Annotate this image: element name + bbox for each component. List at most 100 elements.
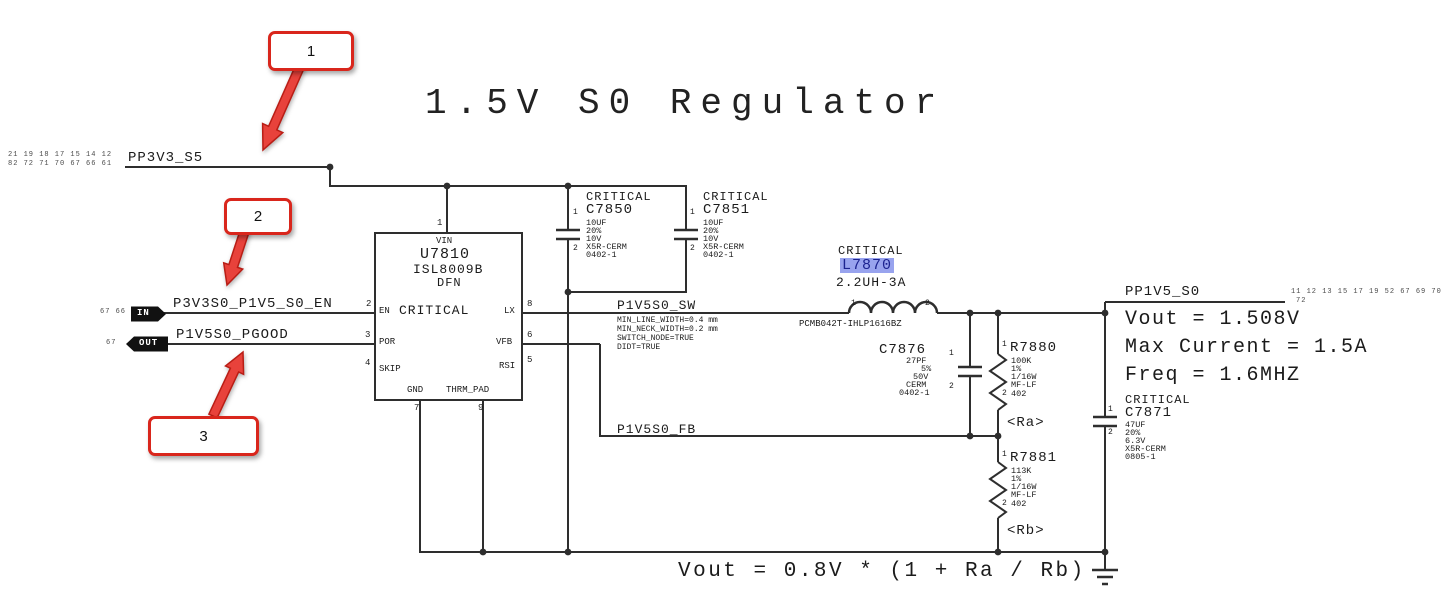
r7881-refdes[interactable]: R7881 (1010, 450, 1058, 466)
c7876-package: 0402-1 (899, 388, 930, 398)
in-port-shape[interactable] (131, 306, 166, 322)
c7850-dielectric: X5R-CERM (586, 242, 627, 252)
r7881-tol: 1% (1011, 474, 1022, 484)
net-label-pp3v3-s5[interactable]: PP3V3_S5 (128, 150, 204, 166)
c7851-refdes[interactable]: C7851 (703, 202, 751, 218)
r7880-pin1-number: 1 (1002, 340, 1007, 349)
annotation-vout: Vout = 1.508V (1125, 308, 1301, 331)
pp3v3-s5-page-refs-row2: 82 72 71 70 67 66 61 (8, 160, 113, 168)
u7810-pin1-number: 1 (437, 218, 443, 228)
annotation-formula: Vout = 0.8V * (1 + Ra / Rb) (678, 560, 1086, 583)
wires (125, 166, 1285, 571)
c7876-voltage: 50V (913, 372, 929, 382)
c7876-pin1-number: 1 (949, 349, 954, 358)
c7851-symbol (674, 228, 698, 241)
u7810-pin4-number: 4 (365, 358, 371, 368)
sw-note-2: MIN_NECK_WIDTH=0.2 mm (617, 325, 718, 334)
u7810-pin-vin: VIN (436, 236, 453, 246)
u7810-pin-por: POR (379, 337, 396, 347)
pgood-page-refs: 67 (106, 339, 117, 347)
r7880-type: MF-LF (1011, 380, 1037, 390)
c7876-symbol (958, 365, 982, 378)
u7810-pin-rsi: RSI (499, 361, 516, 371)
c7851-dielectric: X5R-CERM (703, 242, 744, 252)
l7870-part: PCMB042T-IHLP1616BZ (799, 319, 902, 329)
c7851-pin2-number: 2 (690, 244, 695, 253)
callout-arrow-3 (207, 350, 245, 419)
in-port-label[interactable]: IN (137, 308, 150, 318)
c7851-tol: 20% (703, 226, 719, 236)
r7880-pin2-number: 2 (1002, 389, 1007, 398)
l7870-critical: CRITICAL (838, 244, 904, 258)
net-label-sw[interactable]: P1V5S0_SW (617, 298, 697, 313)
l7870-pin1-number: 1 (851, 299, 856, 308)
l7870-value: 2.2UH-3A (836, 275, 907, 290)
net-label-fb[interactable]: P1V5S0_FB (617, 422, 697, 437)
c7850-refdes[interactable]: C7850 (586, 202, 634, 218)
u7810-pin5-number: 5 (527, 355, 533, 365)
c7850-pin2-number: 2 (573, 244, 578, 253)
callout-arrow-2 (222, 227, 251, 287)
junction-dots (326, 163, 1109, 556)
pp1v5-s0-page-refs-row2: 72 (1296, 297, 1307, 305)
callout-arrow-1 (261, 59, 308, 152)
l7870-symbol[interactable] (847, 300, 939, 314)
c7876-pin2-number: 2 (949, 382, 954, 391)
c7850-symbol (556, 228, 580, 241)
c7871-value: 47UF (1125, 420, 1146, 430)
u7810-pin2-number: 2 (366, 299, 372, 309)
callout-arrows (207, 59, 308, 419)
r7880-refdes[interactable]: R7880 (1010, 340, 1058, 356)
resistor-symbols[interactable] (988, 353, 1008, 519)
u7810-pin-en: EN (379, 306, 390, 316)
r7880-alias: <Ra> (1007, 415, 1045, 431)
r7881-alias: <Rb> (1007, 523, 1045, 539)
net-label-en[interactable]: P3V3S0_P1V5_S0_EN (173, 296, 333, 312)
page-title: 1.5V S0 Regulator (425, 83, 946, 124)
sw-note-4: DIDT=TRUE (617, 343, 661, 352)
callout-3: 3 (148, 416, 259, 456)
r7881-pin2-number: 2 (1002, 499, 1007, 508)
l7870-pin2-number: 2 (925, 299, 930, 308)
c7850-package: 0402-1 (586, 250, 617, 260)
r7880-symbol (988, 353, 1008, 411)
annotation-max-current: Max Current = 1.5A (1125, 336, 1369, 359)
c7851-pin1-number: 1 (690, 208, 695, 217)
out-port-shape[interactable] (126, 336, 168, 352)
c7876-value: 27PF (906, 356, 927, 366)
capacitor-symbols[interactable] (556, 228, 1117, 428)
u7810-pin7-number: 7 (414, 403, 420, 413)
u7810-package: DFN (437, 276, 462, 290)
u7810-body[interactable] (374, 232, 523, 401)
r7880-value: 100K (1011, 356, 1032, 366)
callout-3-number: 3 (199, 427, 208, 445)
r7880-tol: 1% (1011, 364, 1022, 374)
c7871-voltage: 6.3V (1125, 436, 1146, 446)
c7871-dielectric: X5R-CERM (1125, 444, 1166, 454)
net-label-pp1v5-s0[interactable]: PP1V5_S0 (1125, 284, 1201, 300)
l7870-refdes[interactable]: L7870 (840, 257, 895, 274)
c7871-pin1-number: 1 (1108, 405, 1113, 414)
net-label-pgood[interactable]: P1V5S0_PGOOD (176, 327, 289, 343)
u7810-pin-skip: SKIP (379, 364, 401, 374)
u7810-refdes[interactable]: U7810 (420, 246, 471, 263)
callout-2: 2 (224, 198, 292, 235)
u7810-pin9-number: 9 (478, 403, 484, 413)
c7876-refdes[interactable]: C7876 (879, 342, 927, 358)
u7810-pin3-number: 3 (365, 330, 371, 340)
r7881-type: MF-LF (1011, 490, 1037, 500)
u7810-pin-gnd: GND (407, 385, 424, 395)
c7871-refdes[interactable]: C7871 (1125, 405, 1173, 421)
r7881-symbol (988, 461, 1008, 519)
c7851-value: 10UF (703, 218, 724, 228)
en-page-refs: 67 66 (100, 308, 127, 316)
c7850-voltage: 10V (586, 234, 602, 244)
c7850-critical: CRITICAL (586, 190, 652, 204)
c7871-pin2-number: 2 (1108, 428, 1113, 437)
r7880-package: 402 (1011, 389, 1027, 399)
out-port-label[interactable]: OUT (139, 338, 159, 348)
callout-1: 1 (268, 31, 354, 71)
u7810-pin-lx: LX (504, 306, 515, 316)
u7810-critical: CRITICAL (399, 303, 470, 318)
